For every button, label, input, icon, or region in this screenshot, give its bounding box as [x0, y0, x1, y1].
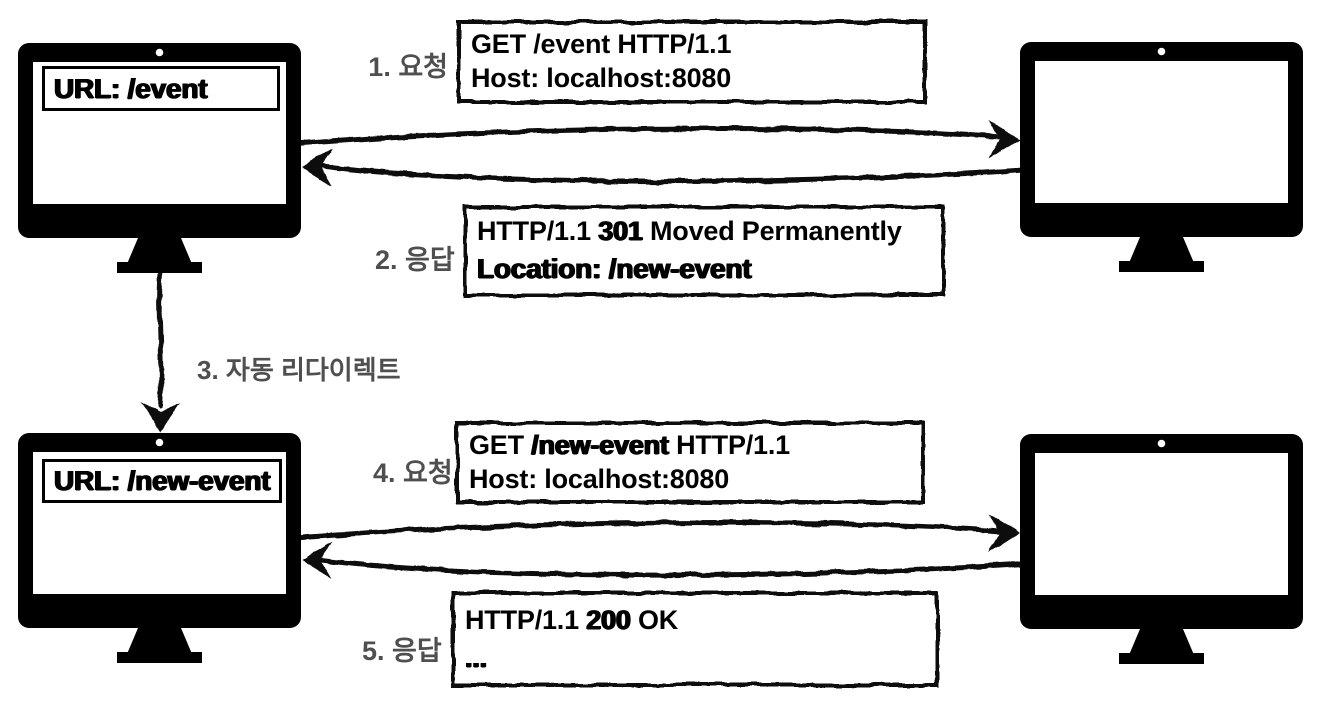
response1-arrow-line	[319, 163, 1026, 184]
response2-line1: HTTP/1.1 200 OK	[465, 605, 679, 635]
request1-line2: Host: localhost:8080	[471, 63, 732, 93]
response2-arrowhead	[301, 541, 332, 579]
request2-arrowhead	[989, 514, 1020, 552]
step2-label: 2. 응답	[375, 245, 455, 275]
request2-message: GET /new-event HTTP/1.1 Host: localhost:…	[457, 423, 923, 502]
response1-arrowhead	[301, 148, 332, 186]
request1-message: GET /event HTTP/1.1 Host: localhost:8080	[459, 22, 925, 102]
url-bar-bottom: URL: /new-event	[42, 459, 282, 503]
response2-line2: ...	[465, 643, 487, 673]
response1-message: HTTP/1.1 301 Moved Permanently Location:…	[465, 207, 943, 295]
server-computer-icon-bottom	[1020, 434, 1303, 664]
response2-arrow-line	[319, 557, 1026, 578]
url-label-top: URL: /event	[54, 72, 208, 104]
request1-arrow-line	[294, 126, 1004, 147]
request1-line1: GET /event HTTP/1.1	[471, 29, 732, 59]
request1-box-border	[457, 20, 927, 104]
response2-box-border	[451, 591, 939, 687]
response1-line2: Location: /new-event	[477, 253, 752, 284]
request2-arrow-line	[294, 520, 1004, 541]
redirect-arrow-line	[156, 272, 164, 410]
step1-label: 1. 요청	[368, 52, 448, 82]
response1-box-border	[463, 205, 945, 297]
response2-message: HTTP/1.1 200 OK ...	[453, 593, 937, 685]
request2-line1: GET /new-event HTTP/1.1	[469, 430, 790, 460]
request1-arrowhead	[989, 120, 1020, 158]
server-computer-icon-top	[1020, 42, 1303, 272]
url-bar-top: URL: /event	[42, 66, 280, 111]
step4-label: 4. 요청	[373, 458, 453, 488]
step3-label: 3. 자동 리다이렉트	[197, 355, 401, 385]
response1-line1: HTTP/1.1 301 Moved Permanently	[477, 216, 902, 246]
redirect-arrowhead	[140, 402, 180, 432]
url-label-bottom: URL: /new-event	[54, 465, 271, 496]
request2-line2: Host: localhost:8080	[469, 464, 730, 494]
request2-box-border	[455, 421, 925, 504]
step5-label: 5. 응답	[362, 636, 442, 666]
